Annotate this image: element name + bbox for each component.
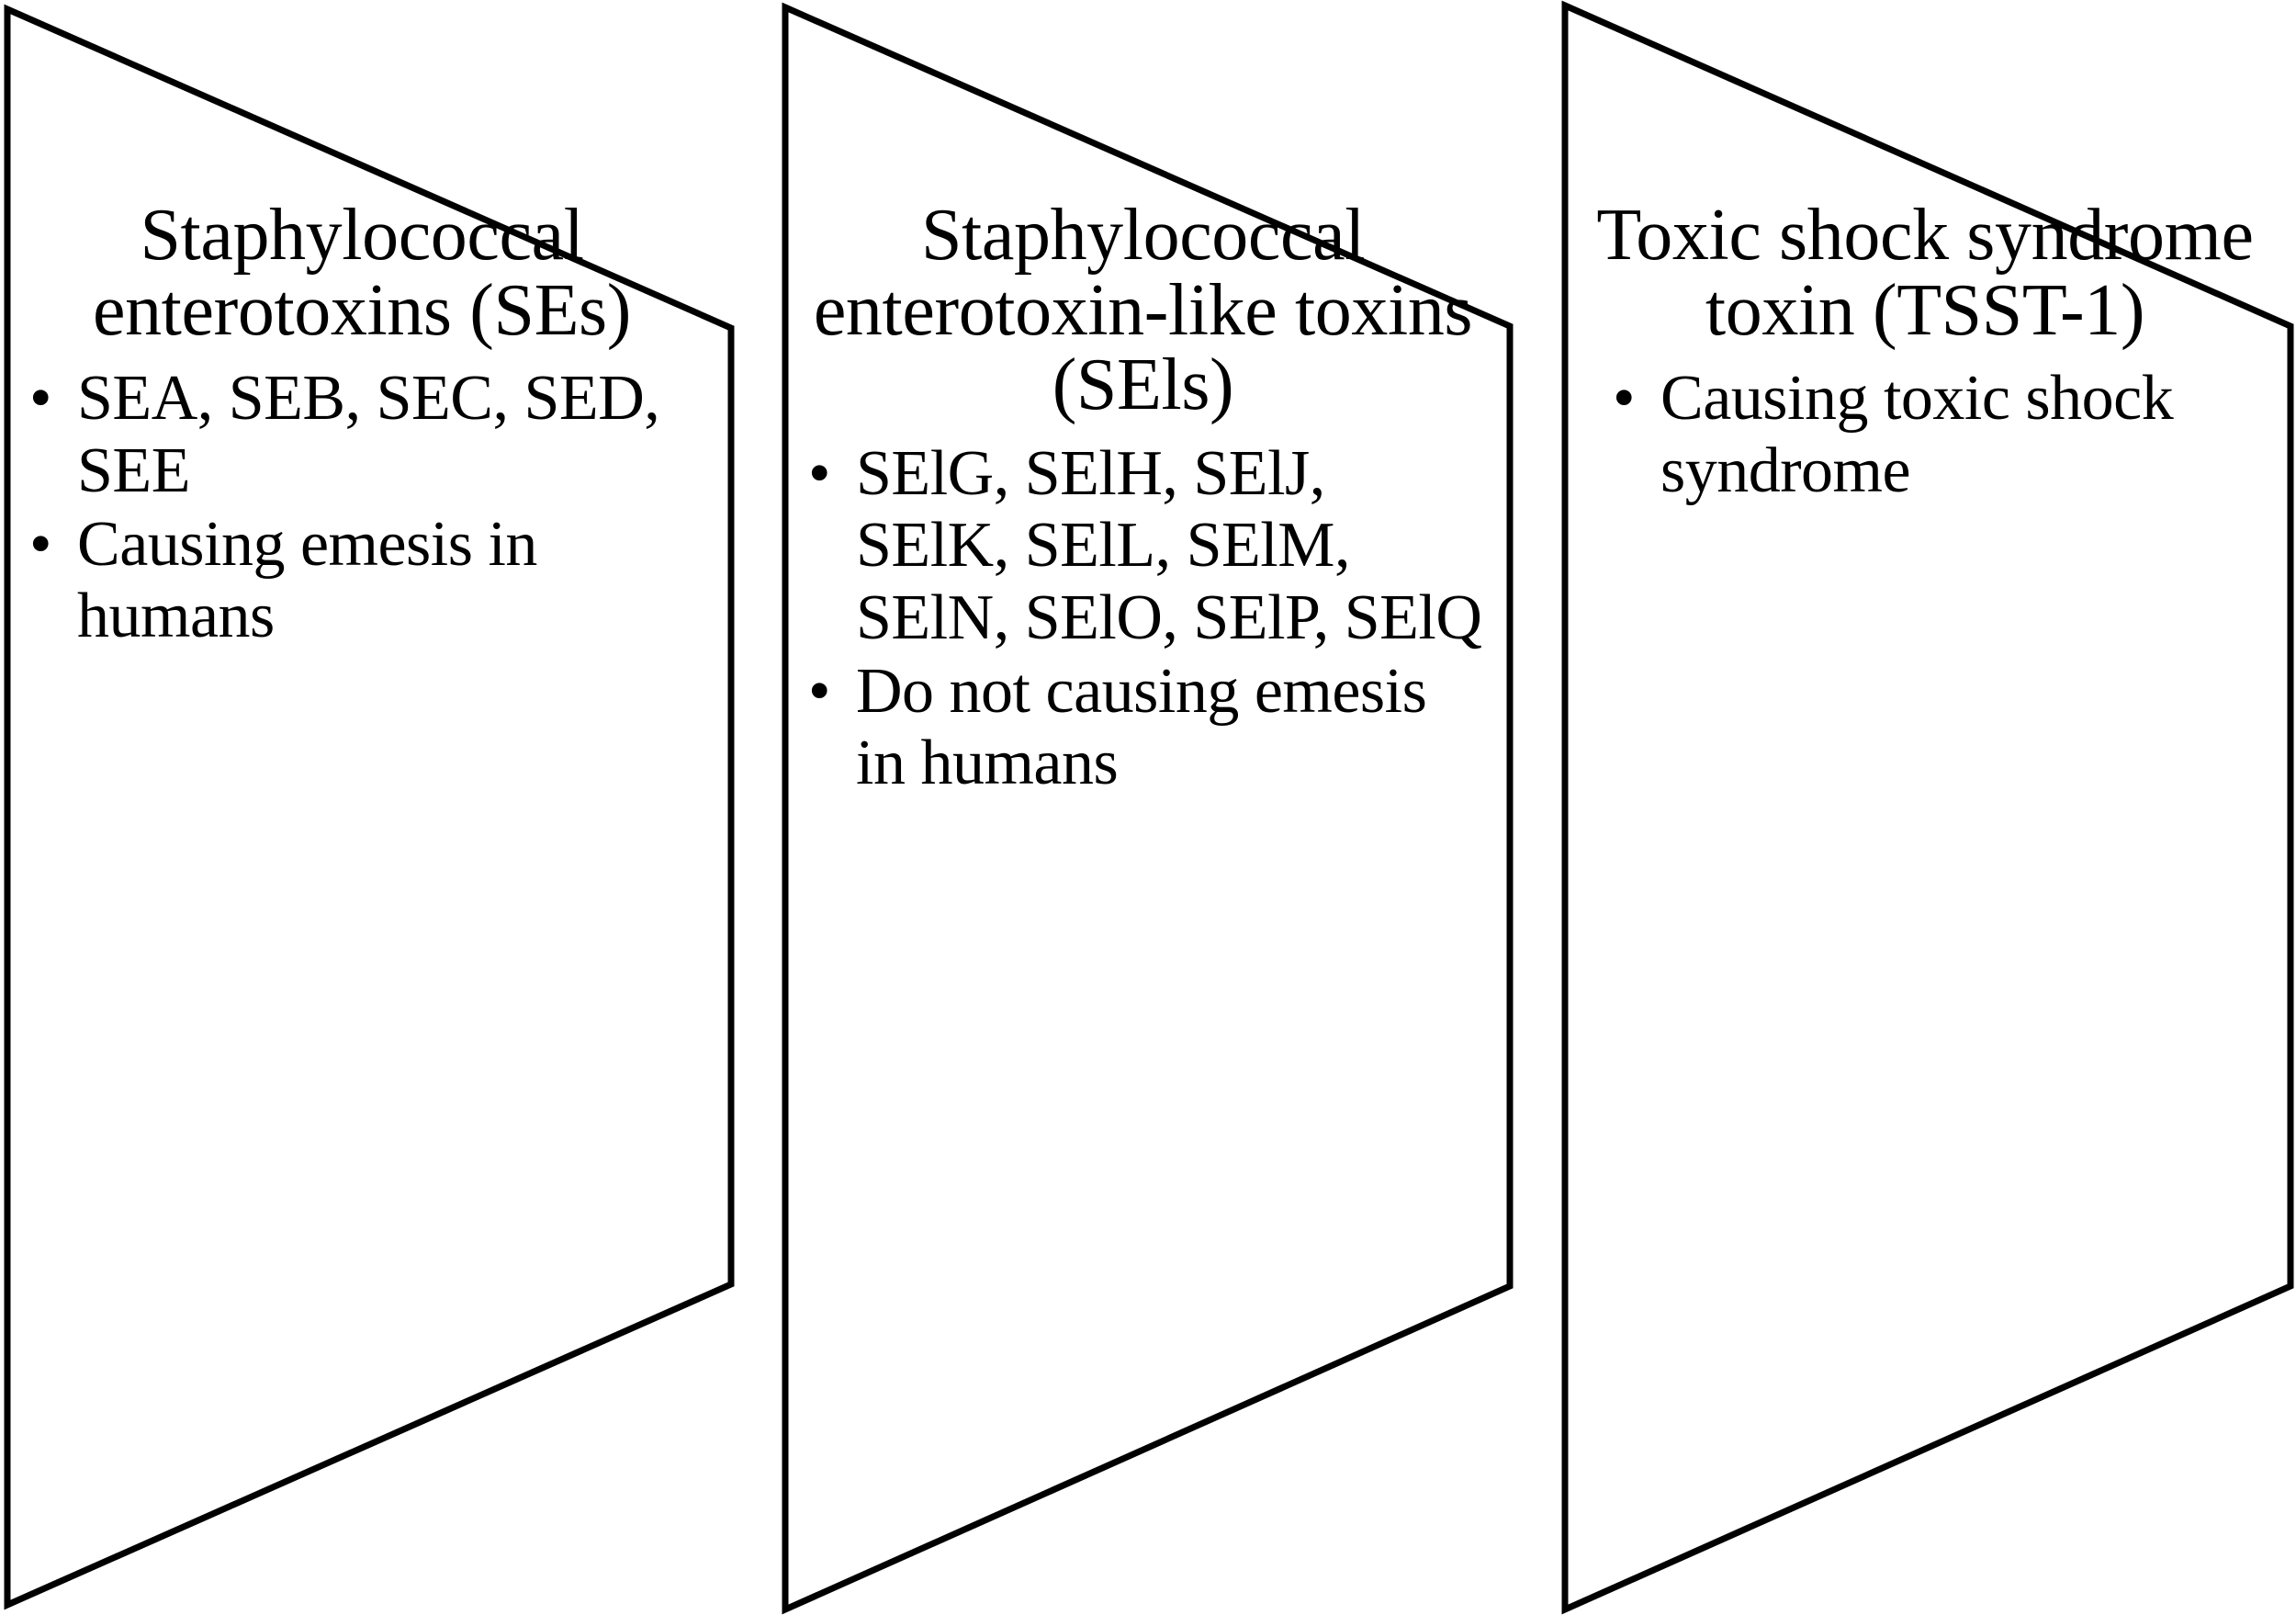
- panel-2-bullet-list: • SElG, SElH, SElJ, SElK, SElL, SElM, SE…: [801, 438, 1485, 800]
- panel-3-bullet-list: • Causing toxic shock syndrome: [1581, 363, 2268, 507]
- panel-2-title: Staphylococcal enterotoxin-like toxins (…: [813, 195, 1473, 426]
- list-item: • SEA, SEB, SEC, SED, SEE: [22, 363, 702, 507]
- list-item: • Causing toxic shock syndrome: [1605, 363, 2268, 507]
- bullet-dot-icon: •: [1613, 363, 1636, 435]
- list-item-label: Causing toxic shock syndrome: [1660, 363, 2174, 506]
- panel-1-title: Staphylococcal enterotoxins (SEs): [92, 195, 632, 351]
- panel-toxic-shock-syndrome-toxin: Toxic shock syndrome toxin (TSST-1) • Ca…: [1581, 198, 2268, 509]
- list-item-label: Do not causing emesis in humans: [856, 655, 1427, 799]
- panel-3-title: Toxic shock syndrome toxin (TSST-1): [1596, 195, 2254, 351]
- bullet-dot-icon: •: [808, 437, 831, 509]
- panel-staphylococcal-enterotoxin-like-toxins: Staphylococcal enterotoxin-like toxins (…: [801, 198, 1485, 802]
- list-item: • SElG, SElH, SElJ, SElK, SElL, SElM, SE…: [801, 438, 1485, 654]
- bullet-dot-icon: •: [29, 363, 52, 435]
- list-item-label: Causing emesis in humans: [77, 508, 537, 652]
- bullet-dot-icon: •: [29, 508, 52, 580]
- list-item-label: SElG, SElH, SElJ, SElK, SElL, SElM, SElN…: [856, 437, 1482, 653]
- panel-staphylococcal-enterotoxins: Staphylococcal enterotoxins (SEs) • SEA,…: [22, 198, 702, 655]
- list-item: • Causing emesis in humans: [22, 509, 702, 653]
- list-item: • Do not causing emesis in humans: [801, 656, 1485, 800]
- panel-1-bullet-list: • SEA, SEB, SEC, SED, SEE • Causing emes…: [22, 363, 702, 653]
- list-item-label: SEA, SEB, SEC, SED, SEE: [77, 363, 660, 506]
- bullet-dot-icon: •: [808, 655, 831, 727]
